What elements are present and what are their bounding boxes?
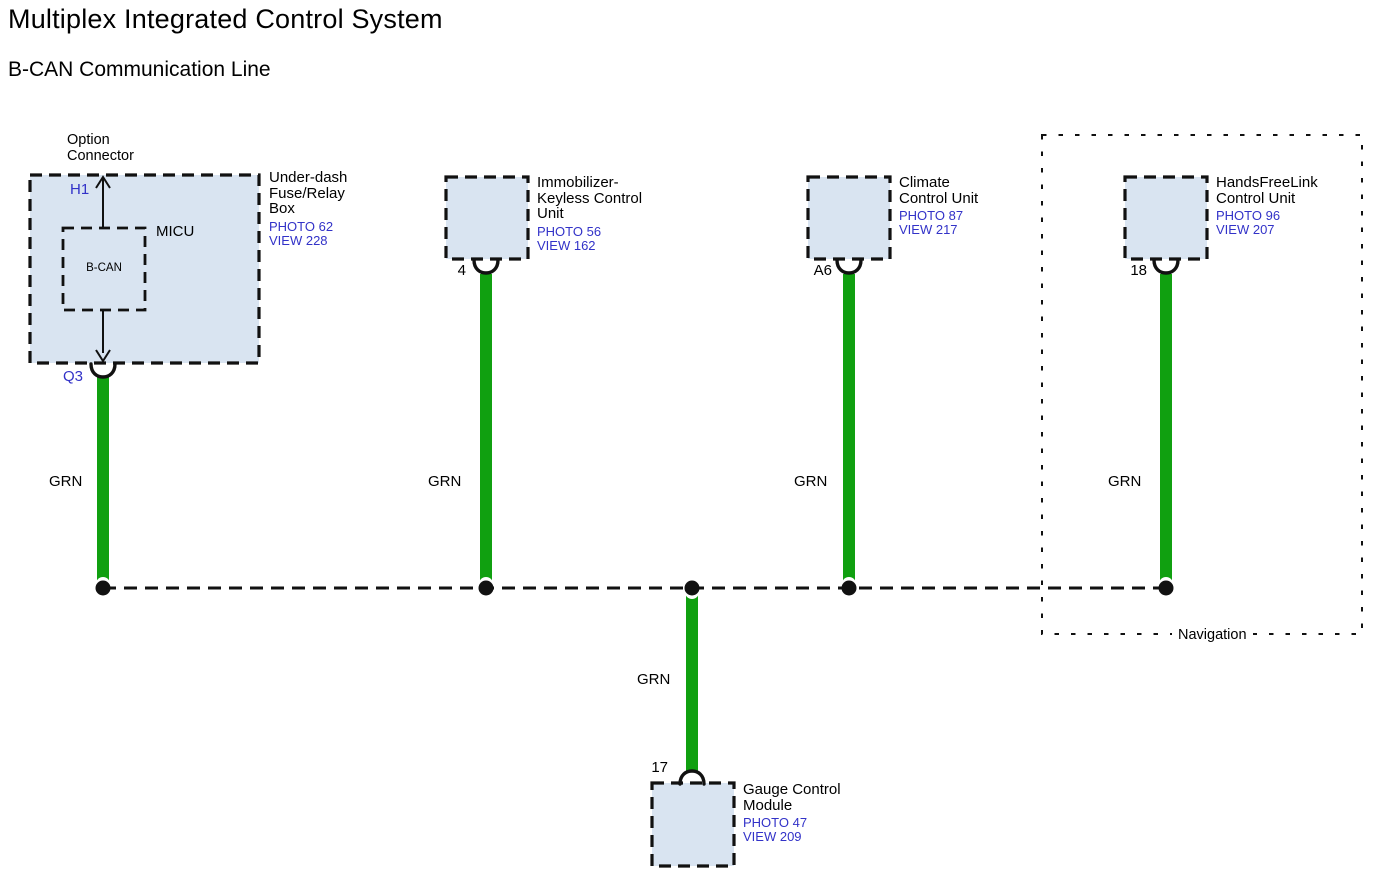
pin-label-4: 4	[457, 262, 466, 279]
photo-link[interactable]: PHOTO 47	[743, 815, 808, 831]
bcan-down-arrow	[95, 310, 111, 363]
underdash-label-block: Under-dash Fuse/Relay Box PHOTO 62 VIEW …	[269, 170, 347, 247]
photo-link[interactable]: PHOTO 87	[899, 208, 964, 224]
component-name-line: HandsFreeLink	[1216, 174, 1318, 191]
component-name-line: Control Unit	[1216, 189, 1296, 207]
option-connector-label: Option Connector	[67, 132, 134, 164]
connector-symbol-pin17	[678, 769, 706, 786]
view-link[interactable]: VIEW 209	[743, 828, 802, 844]
wire-color-label: GRN	[49, 473, 83, 490]
view-link[interactable]: VIEW 228	[269, 232, 328, 248]
component-name-line: Unit	[537, 205, 564, 223]
component-name-line: Gauge Control	[743, 781, 841, 798]
connector-symbol-pin18	[1152, 258, 1180, 275]
component-name-line: Box	[269, 200, 295, 218]
view-link[interactable]: VIEW 162	[537, 237, 596, 253]
pin-label-a6: A6	[813, 262, 832, 279]
pin-label-18: 18	[1130, 262, 1147, 279]
component-name-line: Fuse/Relay	[269, 184, 345, 202]
component-name-line: Control Unit	[899, 189, 979, 207]
bcan-module-box	[61, 226, 147, 312]
photo-link[interactable]: PHOTO 62	[269, 218, 334, 234]
connector-symbol-q3	[89, 362, 117, 379]
component-name-line: Keyless Control	[537, 189, 643, 207]
view-link[interactable]: VIEW 217	[899, 221, 958, 237]
pin-label-q3: Q3	[62, 368, 83, 385]
page-subtitle: B-CAN Communication Line	[8, 58, 271, 81]
pin-label-17: 17	[651, 759, 668, 776]
wire-color-label: GRN	[637, 671, 671, 688]
bcan-up-arrow	[95, 175, 111, 228]
splice-dot	[684, 580, 700, 596]
navigation-group-label: Navigation	[1172, 627, 1253, 643]
component-name-line: Under-dash	[269, 169, 348, 186]
gauge-control-module-box	[650, 781, 736, 868]
splice-dot	[478, 580, 494, 596]
wire-color-label: GRN	[1108, 473, 1142, 490]
splice-dot	[841, 580, 857, 596]
splice-dot	[1158, 580, 1174, 596]
handsfreelink-unit-box	[1123, 175, 1209, 261]
photo-link[interactable]: PHOTO 96	[1216, 208, 1281, 224]
photo-link[interactable]: PHOTO 56	[537, 223, 602, 239]
gauge-label-block: Gauge Control Module PHOTO 47 VIEW 209	[743, 782, 841, 844]
splice-dot	[95, 580, 111, 596]
wire-color-label: GRN	[794, 473, 828, 490]
immobilizer-keyless-unit-box	[444, 175, 530, 261]
bcan-module-label: B-CAN	[86, 262, 122, 274]
component-name-line: Module	[743, 796, 793, 814]
pin-label-h1: H1	[70, 181, 90, 198]
handsfreelink-label-block: HandsFreeLink Control Unit PHOTO 96 VIEW…	[1216, 175, 1318, 237]
page-title: Multiplex Integrated Control System	[8, 4, 443, 34]
wire-color-label: GRN	[428, 473, 462, 490]
navigation-group-boundary	[1041, 134, 1363, 635]
micu-label: MICU	[156, 223, 195, 240]
connector-symbol-pinA6	[835, 258, 863, 275]
immobilizer-label-block: Immobilizer- Keyless Control Unit PHOTO …	[537, 175, 642, 252]
climate-control-unit-box	[806, 175, 892, 261]
component-name-line: Climate	[899, 174, 950, 191]
component-name-line: Immobilizer-	[537, 174, 619, 191]
connector-symbol-pin4	[472, 258, 500, 275]
view-link[interactable]: VIEW 207	[1216, 221, 1275, 237]
climate-label-block: Climate Control Unit PHOTO 87 VIEW 217	[899, 175, 978, 237]
